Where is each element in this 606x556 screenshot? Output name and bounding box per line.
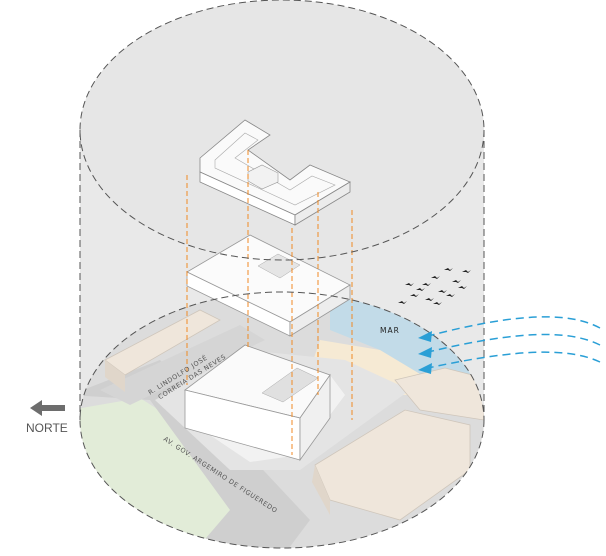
wind-arrow-icon <box>418 316 601 374</box>
mar-label: MAR <box>380 326 400 335</box>
block-southeast-face <box>312 465 330 515</box>
side-road <box>100 325 265 405</box>
ground-volume <box>184 344 331 462</box>
block-east <box>394 367 484 421</box>
north-label: NORTE <box>26 421 68 435</box>
arrow-left-icon <box>30 400 65 416</box>
projection-lines <box>186 150 353 455</box>
block-west-side <box>105 360 125 392</box>
north-indicator: NORTE <box>26 400 68 435</box>
avenue-road <box>80 360 310 548</box>
dashed-outline <box>79 0 485 549</box>
block-west <box>104 309 221 376</box>
bird-icon <box>398 268 471 305</box>
